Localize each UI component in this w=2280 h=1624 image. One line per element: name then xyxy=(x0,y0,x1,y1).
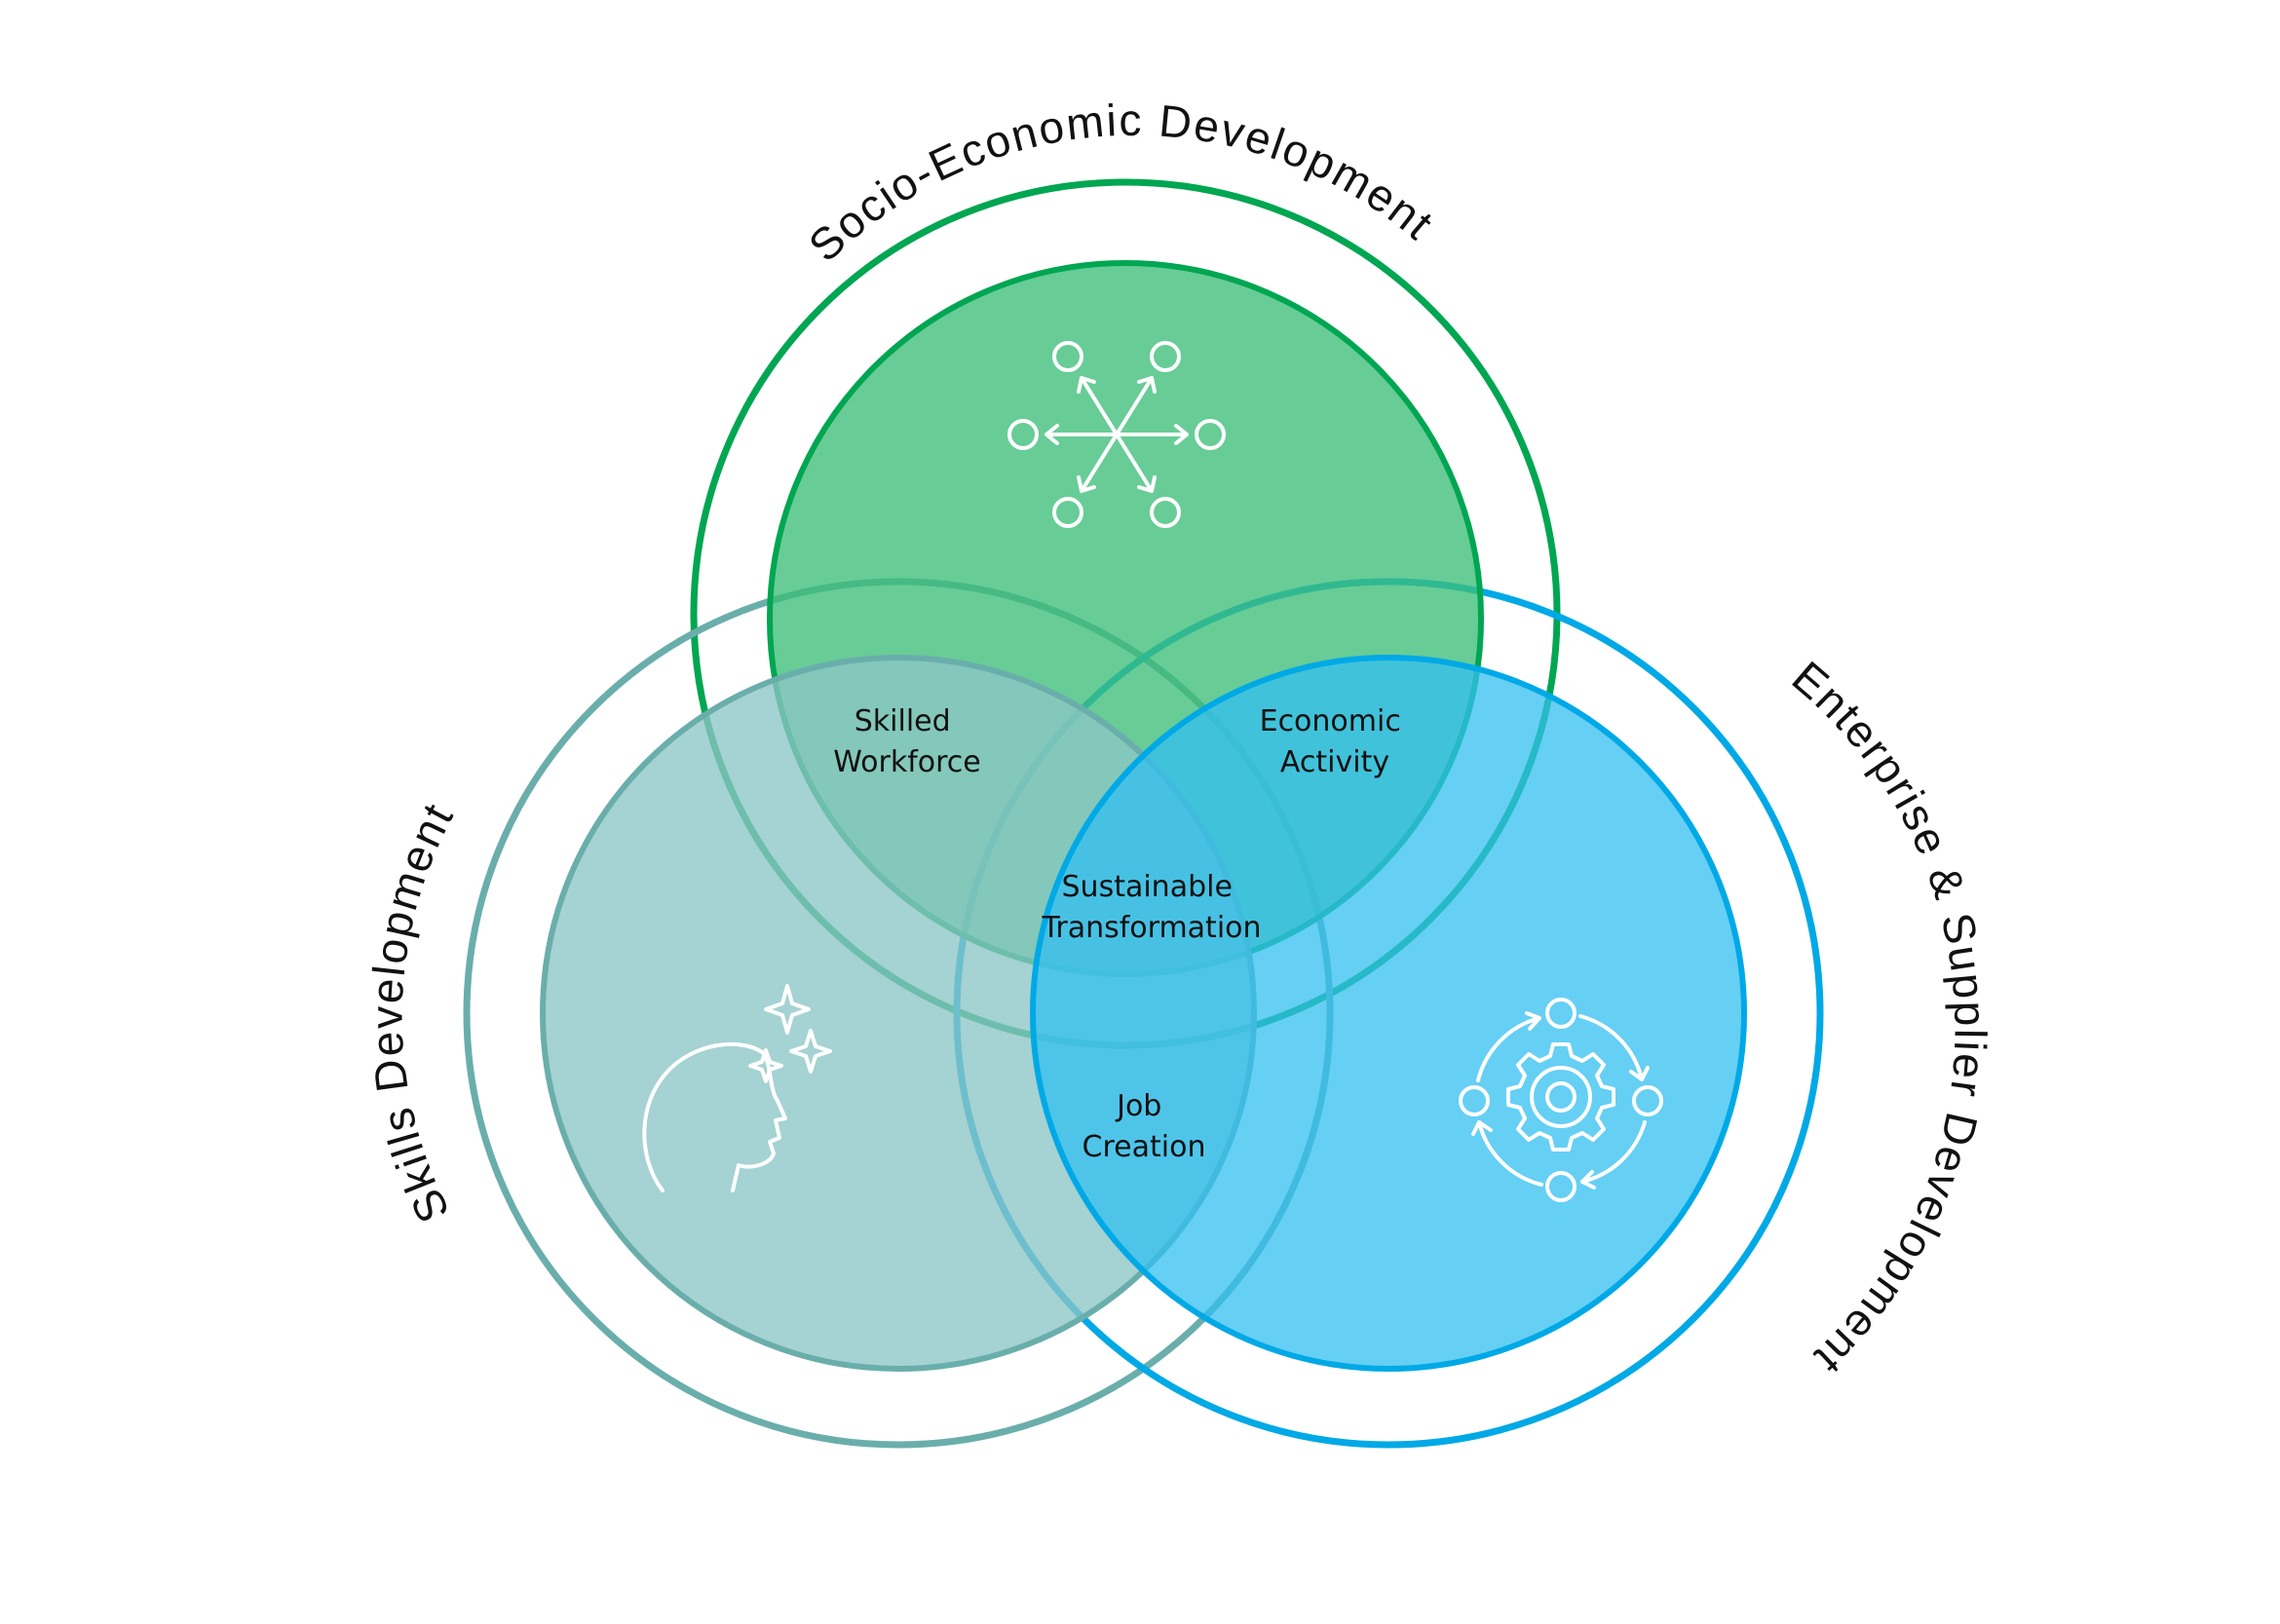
economic-activity-label: Economic Activity xyxy=(1260,704,1411,779)
head-sparkle-icon xyxy=(642,984,832,1192)
job-creation-label: Job Creation xyxy=(1083,1089,1206,1164)
sustainable-transformation-label: Sustainable Transformation xyxy=(1041,870,1261,945)
enterprise-title: Enterprise & Supplier Development xyxy=(1783,651,1996,1384)
skills-title: Skills Development xyxy=(361,794,464,1230)
network-arrows-icon xyxy=(1007,341,1226,528)
gear-cycle-icon xyxy=(1459,998,1663,1202)
enterprise-circle xyxy=(1030,655,1747,1372)
skilled-workforce-label: Skilled Workforce xyxy=(833,704,981,779)
